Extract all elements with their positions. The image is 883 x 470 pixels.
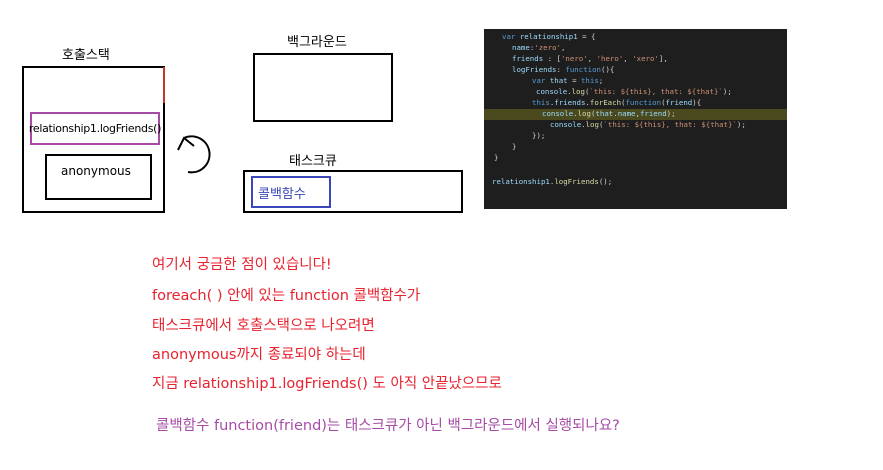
code-line: name:'zero', [512,43,566,52]
call-stack-frame-anonymous: anonymous [45,154,152,200]
background-box [253,53,393,122]
question-line: 지금 relationship1.logFriends() 도 아직 안끝났으므… [152,376,502,392]
call-stack-title: 호출스택 [62,48,110,63]
question-line: 여기서 궁금한 점이 있습니다! [152,257,332,273]
background-title: 백그라운드 [287,35,347,50]
code-line: relationship1.logFriends(); [492,177,613,186]
task-queue-title: 태스크큐 [289,154,337,169]
call-stack-frame-logfriends: relationship1.logFriends() [29,112,161,145]
task-queue-callback: 콜백함수 [251,176,331,208]
code-line: var relationship1 = { [502,32,596,41]
event-loop-arrow-icon [177,135,211,174]
code-line: }); [532,131,546,140]
code-line: console.log(`this: ${this}, that: ${that… [536,87,732,96]
code-editor: var relationship1 = { name:'zero', frien… [484,29,787,209]
code-line: this.friends.forEach(function(friend){ [532,98,702,107]
call-stack-box [22,66,165,213]
question-line: foreach( ) 안에 있는 function 콜백함수가 [152,288,421,304]
code-line: logFriends: function(){ [512,65,615,74]
call-stack-marker [163,67,165,103]
code-line: console.log(`this: ${this}, that: ${that… [550,120,746,129]
final-question: 콜백함수 function(friend)는 태스크큐가 아닌 백그라운드에서 … [156,418,620,434]
code-line: friends : ['nero', 'hero', 'xero'], [512,54,668,63]
code-line: } [512,142,517,151]
question-line: anonymous까지 종료되야 하는데 [152,347,366,363]
code-line-highlighted: console.log(that.name,friend); [484,109,787,120]
code-line: } [494,153,499,162]
task-queue-box [243,170,463,213]
code-line: var that = this; [532,76,604,85]
question-line: 태스크큐에서 호출스택으로 나오려면 [152,318,375,334]
